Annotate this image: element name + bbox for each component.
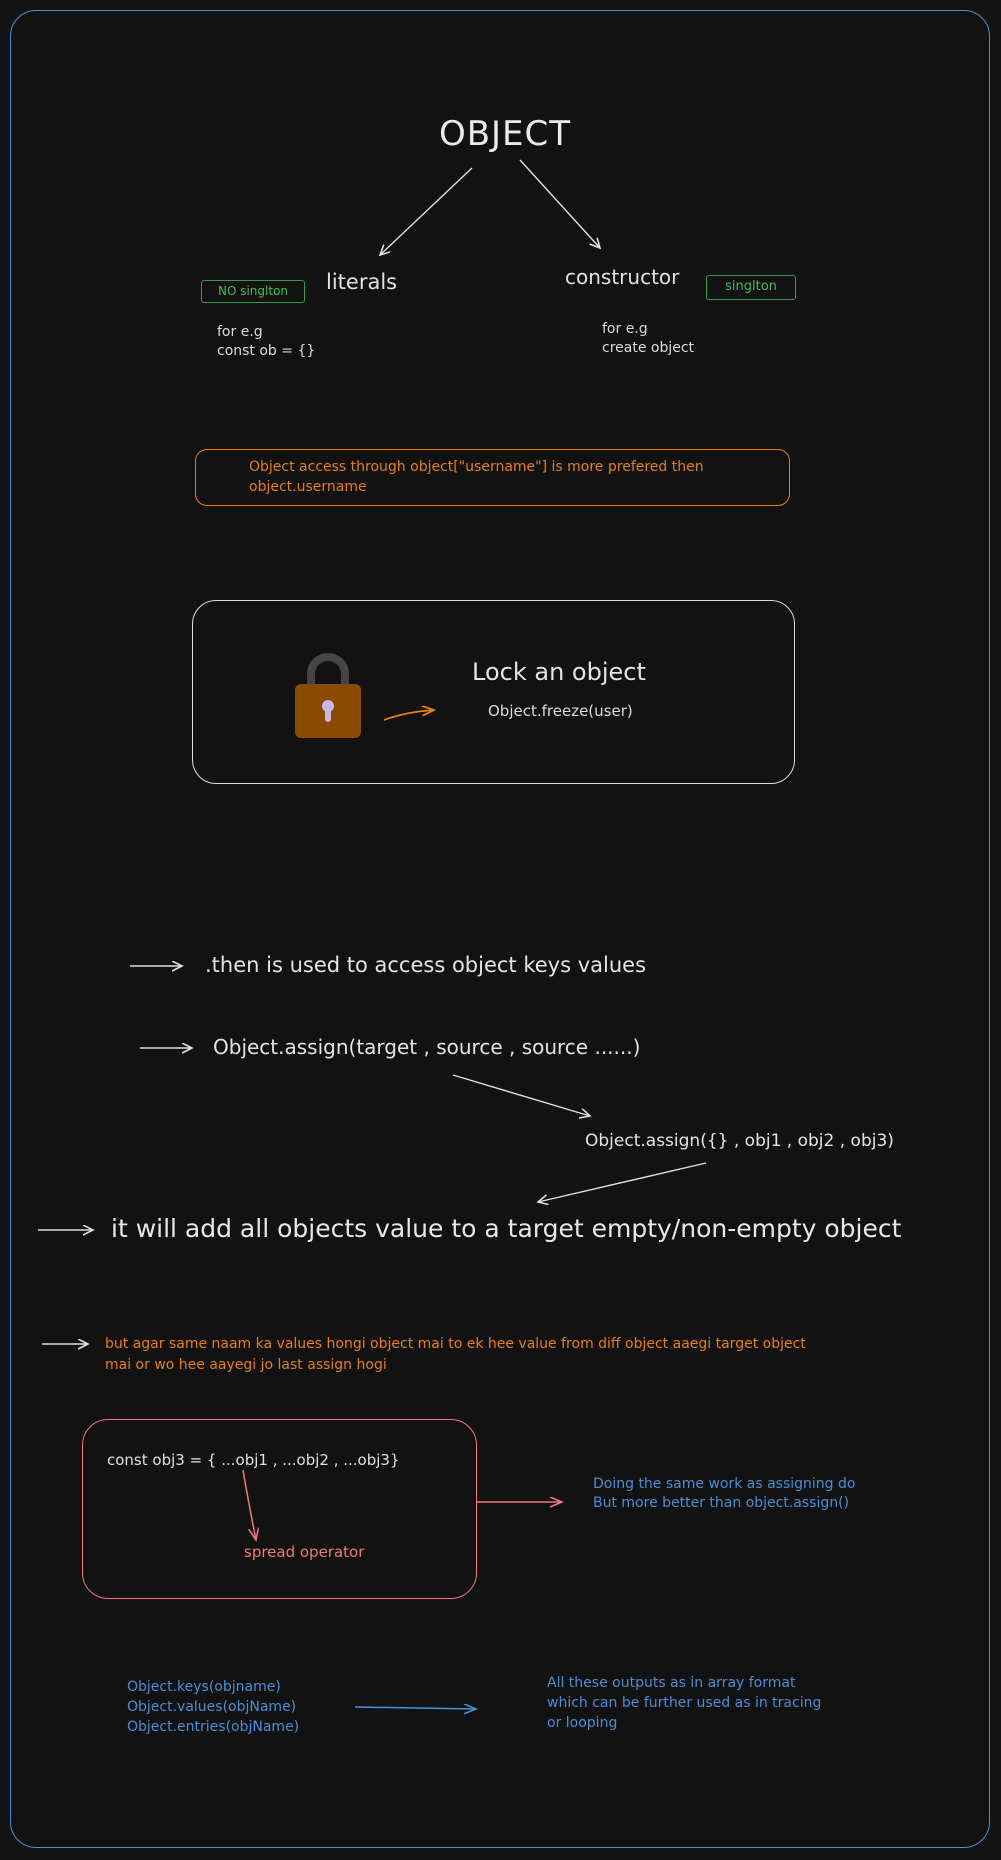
assign-example: Object.assign({} , obj1 , obj2 , obj3) [585, 1131, 894, 1151]
spread-note-line1: Doing the same work as assigning do [593, 1476, 856, 1492]
methods-note-line3: or looping [547, 1715, 618, 1731]
duplicate-note-line1: but agar same naam ka values hongi objec… [105, 1336, 806, 1352]
method-keys: Object.keys(objname) [127, 1679, 281, 1695]
lock-icon [295, 652, 361, 742]
literals-label: literals [326, 270, 398, 294]
method-values: Object.values(objName) [127, 1699, 297, 1715]
then-note: .then is used to access object keys valu… [205, 953, 647, 977]
literals-example-line2: const ob = {} [217, 343, 316, 359]
constructor-example-line2: create object [602, 340, 695, 356]
literals-example-line1: for e.g [217, 324, 263, 340]
access-note-line2: object.username [249, 479, 367, 495]
spread-note-line2: But more better than object.assign() [593, 1495, 850, 1511]
assign-signature: Object.assign(target , source , source .… [213, 1035, 641, 1059]
spread-code: const obj3 = { ...obj1 , ...obj2 , ...ob… [107, 1451, 400, 1469]
methods-note-line1: All these outputs as in array format [547, 1675, 796, 1691]
access-note-line1: Object access through object["username"]… [249, 459, 704, 475]
access-note-box [195, 449, 790, 506]
method-entries: Object.entries(objName) [127, 1719, 300, 1735]
methods-note-line2: which can be further used as in tracing [547, 1695, 822, 1711]
duplicate-note-line2: mai or wo hee aayegi jo last assign hogi [105, 1357, 387, 1373]
lock-heading: Lock an object [472, 658, 646, 686]
constructor-example-line1: for e.g [602, 321, 648, 337]
no-singleton-badge: NO singlton [201, 280, 305, 303]
assign-result: it will add all objects value to a targe… [111, 1214, 902, 1243]
page-title: OBJECT [438, 114, 572, 154]
canvas-frame [10, 10, 990, 1848]
lock-box [192, 600, 795, 784]
constructor-label: constructor [565, 265, 680, 289]
lock-code: Object.freeze(user) [488, 702, 633, 720]
spread-box [82, 1419, 477, 1599]
singleton-badge: singlton [706, 275, 796, 300]
spread-operator-label: spread operator [244, 1543, 365, 1561]
